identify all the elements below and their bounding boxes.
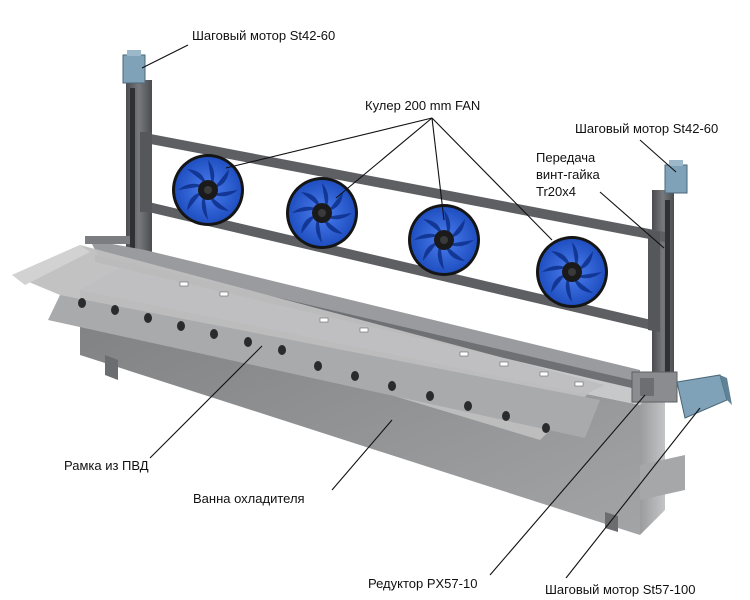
label-motor-top-right: Шаговый мотор St42-60 bbox=[575, 121, 718, 136]
label-transmission-line1: Передача bbox=[536, 150, 596, 165]
labels: Шаговый мотор St42-60 Кулер 200 mm FAN Ш… bbox=[64, 28, 718, 597]
leader-cooler-3 bbox=[431, 117, 445, 221]
label-motor-top-left: Шаговый мотор St42-60 bbox=[192, 28, 335, 43]
leader-reducer bbox=[489, 394, 646, 576]
fan-4 bbox=[536, 236, 608, 308]
leader-frame bbox=[149, 345, 263, 459]
leader-motor-top-right bbox=[639, 139, 677, 173]
fan-2 bbox=[286, 177, 358, 249]
frame-rungs bbox=[78, 298, 550, 433]
bath-base-right bbox=[640, 455, 685, 500]
label-cooler: Кулер 200 mm FAN bbox=[365, 98, 480, 113]
leader-bath bbox=[331, 419, 393, 491]
leader-cooler-1 bbox=[225, 117, 433, 169]
fan-1 bbox=[172, 154, 244, 226]
label-reducer: Редуктор PX57-10 bbox=[368, 576, 477, 591]
reducer-px57 bbox=[631, 371, 678, 403]
right-motor-st42 bbox=[664, 164, 688, 194]
fan-frame bbox=[140, 132, 665, 332]
pvd-frame bbox=[12, 245, 605, 440]
label-transmission-line2: винт-гайка bbox=[536, 167, 601, 182]
label-bath: Ванна охладителя bbox=[193, 491, 305, 506]
leader-cooler-2 bbox=[335, 117, 433, 199]
leader-transmission bbox=[599, 191, 665, 249]
leader-cooler-4 bbox=[431, 117, 553, 241]
bath-foot-left bbox=[105, 355, 118, 380]
label-frame: Рамка из ПВД bbox=[64, 458, 149, 473]
bottom-motor-st57 bbox=[676, 374, 732, 419]
label-motor-bottom: Шаговый мотор St57-100 bbox=[545, 582, 695, 597]
leader-lines bbox=[141, 44, 701, 579]
leader-motor-top-left bbox=[141, 44, 189, 69]
fan-3 bbox=[408, 204, 480, 276]
leader-motor-bottom bbox=[565, 407, 701, 579]
left-motor-st42 bbox=[122, 54, 146, 84]
label-transmission-line3: Tr20x4 bbox=[536, 184, 576, 199]
